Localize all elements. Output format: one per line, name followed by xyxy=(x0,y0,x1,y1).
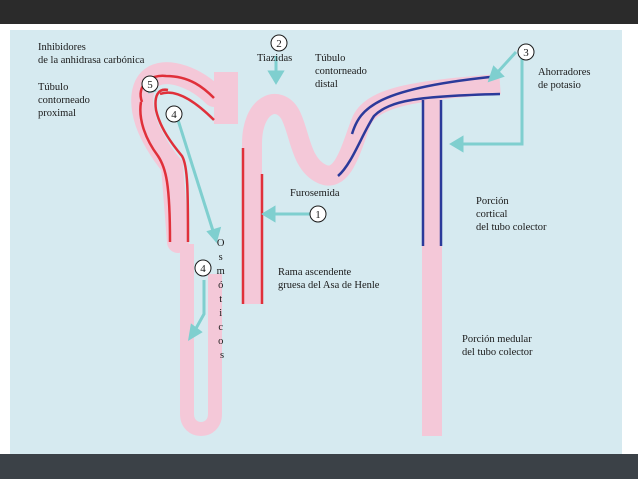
marker-4b-label: 4 xyxy=(200,263,206,275)
bowman-capsule xyxy=(214,72,238,124)
marker-5-label: 5 xyxy=(147,79,153,91)
rama-ascendente-label: Rama ascendente gruesa del Asa de Henle xyxy=(278,267,380,291)
porcion-cortical-label: Porción cortical del tubo colector xyxy=(476,196,547,233)
marker-3: 3 xyxy=(517,43,535,61)
marker-4a: 4 xyxy=(165,105,183,123)
distal-wall-upper xyxy=(350,74,501,135)
markers: 1 2 3 4 4 5 xyxy=(141,34,535,277)
arrow-3b xyxy=(458,56,524,146)
proximal-wall-outer-2 xyxy=(139,101,172,243)
osmoticos-label: O s m ó t i c o s xyxy=(217,238,228,361)
marker-2-label: 2 xyxy=(276,38,282,50)
descending-limb xyxy=(180,244,222,436)
distal-tubule xyxy=(242,74,501,186)
ahorradores-label: Ahorradores de potasio xyxy=(538,67,593,91)
tiazidas-label: Tiazidas xyxy=(257,53,292,64)
inhibidores-label: Inhibidores de la anhidrasa carbónica xyxy=(38,42,145,66)
marker-1-label: 1 xyxy=(315,209,321,221)
arrowhead-3b xyxy=(449,135,464,153)
arrow-3a xyxy=(494,50,518,76)
arrowhead-3a xyxy=(487,65,505,83)
furosemida-label: Furosemida xyxy=(290,188,340,199)
nephron-diagram: 1 2 3 4 4 5 xyxy=(38,34,593,436)
text-labels: Inhibidores de la anhidrasa carbónica Tú… xyxy=(38,42,593,361)
arrowhead-2 xyxy=(267,70,285,85)
red-walls xyxy=(139,74,264,304)
arrowhead-4b xyxy=(187,323,203,341)
marker-5: 5 xyxy=(141,75,159,93)
arrow-4a xyxy=(176,119,216,235)
marker-3-label: 3 xyxy=(523,47,529,59)
arrow-4b xyxy=(192,280,206,333)
arrowhead-4a xyxy=(206,226,222,244)
proximal-tubule xyxy=(131,62,225,253)
nephron-tubule xyxy=(131,62,501,436)
tubulo-proximal-label: Túbulo contorneado proximal xyxy=(38,82,93,119)
blue-walls xyxy=(337,74,501,246)
top-bar xyxy=(0,0,638,24)
tubulo-distal-label: Túbulo contorneado distal xyxy=(315,53,370,90)
proximal-wall-top xyxy=(159,91,215,121)
bottom-bar xyxy=(0,454,638,479)
marker-4a-label: 4 xyxy=(171,109,177,121)
arrowhead-1 xyxy=(261,205,276,223)
diagram-panel xyxy=(10,30,622,454)
slide: 1 2 3 4 4 5 xyxy=(0,24,638,454)
marker-4b: 4 xyxy=(194,259,212,277)
distal-wall-lower xyxy=(337,92,501,177)
porcion-medular-label: Porción medular del tubo colector xyxy=(462,334,534,358)
proximal-wall-inner xyxy=(154,88,190,243)
marker-1: 1 xyxy=(309,205,327,223)
marker-2: 2 xyxy=(270,34,288,52)
proximal-wall-outer xyxy=(139,74,215,103)
arrows xyxy=(147,50,524,341)
